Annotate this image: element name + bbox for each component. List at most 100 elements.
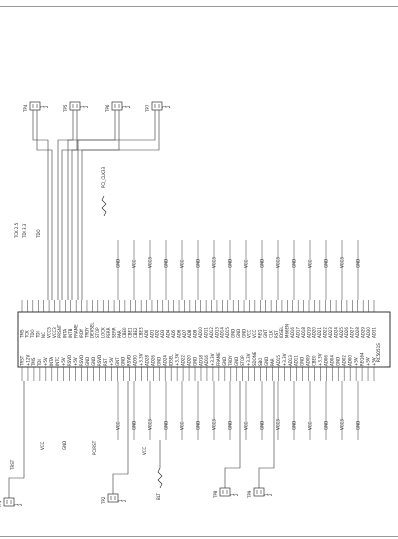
chip-pin-label-bottom: +12V <box>25 355 30 366</box>
connector-id: TP5 <box>63 104 68 113</box>
connector-pin-number: 2 <box>234 493 239 496</box>
chip-pin-label-bottom: TDI <box>37 359 42 367</box>
chip-pin-label-top: AD2 <box>155 329 160 338</box>
top-signal-label: TDI 3.3 <box>22 223 27 239</box>
chip-pin-label-bottom: IDSEL <box>168 354 173 366</box>
chip-pin-label-top: LOCK <box>101 327 106 338</box>
chip-pin-label-top: AD17 <box>295 327 300 338</box>
chip-pin-label-top: M66EN <box>285 324 290 338</box>
net-label-top: GND <box>291 259 296 268</box>
chip-pin-label-bottom: AD18 <box>198 355 203 366</box>
chip-pin-label-bottom: AD22 <box>180 355 185 366</box>
chip-pin-label-bottom: +3.3V <box>282 353 287 366</box>
chip-pin-label-top: AD12 <box>209 327 214 338</box>
chip-pin-label-bottom: GND <box>121 357 126 366</box>
net-label-top: GND <box>355 259 360 268</box>
chip-pin-label-top: CBE0 <box>122 327 127 338</box>
connector-id: TP7 <box>145 104 150 113</box>
chip-pin-label-top: AD11 <box>203 327 208 338</box>
net-label-bottom: GND <box>163 421 168 430</box>
chip-pin-label-top: AD26 <box>344 327 349 338</box>
net-label-top: GND <box>115 259 120 268</box>
net-label-top: VCC <box>243 259 248 268</box>
connector-pin-number: 2 <box>166 105 171 108</box>
connector-body <box>107 493 119 503</box>
bottom-rule <box>0 536 398 537</box>
resistor <box>157 467 163 489</box>
connector-pin-number: 2 <box>126 105 131 108</box>
chip-pin-label-bottom: GND <box>264 357 269 366</box>
connector-pin-number: 2 <box>122 499 127 502</box>
chip-pin-label-top: INTA <box>63 329 68 338</box>
connector-pin-number: 2 <box>18 503 23 506</box>
top-signal-label: TDO <box>36 229 41 239</box>
connector-wire <box>8 381 25 498</box>
connector-id: TP8 <box>213 490 218 499</box>
chip-pin-label-bottom: STOP <box>240 355 245 366</box>
chip-pin-label-top: AD18 <box>301 327 306 338</box>
connector-pin-number: 1 <box>230 493 235 496</box>
chip-pin-label-bottom: TRDY <box>228 355 233 367</box>
connector-body <box>219 487 231 497</box>
chip-pin-label-bottom: AD24 <box>162 355 167 366</box>
chip-pin-label-top: INTB <box>68 328 73 338</box>
chip-pin-label-top: AD23 <box>328 327 333 338</box>
connector-body <box>3 497 15 507</box>
connector-id: TP6 <box>105 104 110 113</box>
connector-pin-number: 2 <box>44 105 49 108</box>
chip-pin-label-top: AD15 <box>225 327 230 338</box>
chip-pin-label-bottom: GND <box>300 357 305 366</box>
connector-pin-number: 1 <box>264 493 269 496</box>
connector-pin-number: 2 <box>84 105 89 108</box>
connector-id: TP2 <box>101 496 106 505</box>
chip-pin-label-top: CBE3 <box>138 327 143 338</box>
chip-pin-label-bottom: TMS <box>31 357 36 367</box>
chip-pin-label-top: CLK <box>268 330 273 338</box>
net-label-bottom: GND <box>195 421 200 430</box>
net-label-bottom: GND <box>131 421 136 430</box>
connector-body <box>69 101 81 111</box>
chip-pin-label-bottom: AD28 <box>145 355 150 366</box>
chip-pin-label-top: AD22 <box>323 327 328 338</box>
chip-pin-label-bottom: +5V <box>371 357 376 366</box>
connector-wire <box>61 110 78 300</box>
net-label-bottom: GND <box>323 421 328 430</box>
chip-pin-label-bottom: AD30 <box>133 355 138 366</box>
chip-pin-label-top: STOP <box>95 327 100 338</box>
chip-pin-label-bottom: AD16 <box>204 355 209 366</box>
net-label-bottom: VCC <box>243 421 248 430</box>
connector-wire <box>77 110 156 300</box>
chip-pin-label-top: VCC <box>247 329 252 338</box>
bottom-signal-label: BLT <box>156 493 161 500</box>
chip-pin-label-bottom: +5V <box>109 357 114 366</box>
chip-pin-label-top: CBE1 <box>128 327 133 338</box>
chip-pin-label-top: IDSEL <box>279 326 284 338</box>
connector-wire <box>112 381 129 494</box>
bottom-signal-label: VCC <box>40 441 45 450</box>
net-label-top: VCC <box>307 259 312 268</box>
chip-pin-label-bottom: +5V <box>61 357 66 366</box>
connector-wire <box>36 110 53 300</box>
net-label-top: GND <box>259 259 264 268</box>
bottom-signal-label: PCIRST <box>92 440 97 455</box>
chip-pin-label-bottom: RSVD <box>79 355 84 366</box>
connector-id: TP4 <box>23 104 28 113</box>
connector-pin-number: 1 <box>162 105 167 108</box>
chip-pin-label-bottom: AD20 <box>186 355 191 366</box>
chip-pin-label-bottom: RSVD <box>127 355 132 366</box>
net-label-top: VCC3 <box>211 257 216 268</box>
net-label-bottom: GND <box>291 421 296 430</box>
chip-pin-label-bottom: GND <box>91 357 96 366</box>
chip-pin-label-bottom: +3.3V <box>174 353 179 366</box>
chip-pin-label-top: AD8 <box>187 329 192 338</box>
chip-pin-label-bottom: FRAME <box>216 352 221 366</box>
chip-body <box>17 311 391 368</box>
chip-pin-label-top: PRSNT <box>57 324 62 338</box>
connector-wire <box>224 381 241 488</box>
chip-pin-label-bottom: +3.3V <box>210 353 215 366</box>
chip-pin-label-bottom: AD13 <box>288 355 293 366</box>
